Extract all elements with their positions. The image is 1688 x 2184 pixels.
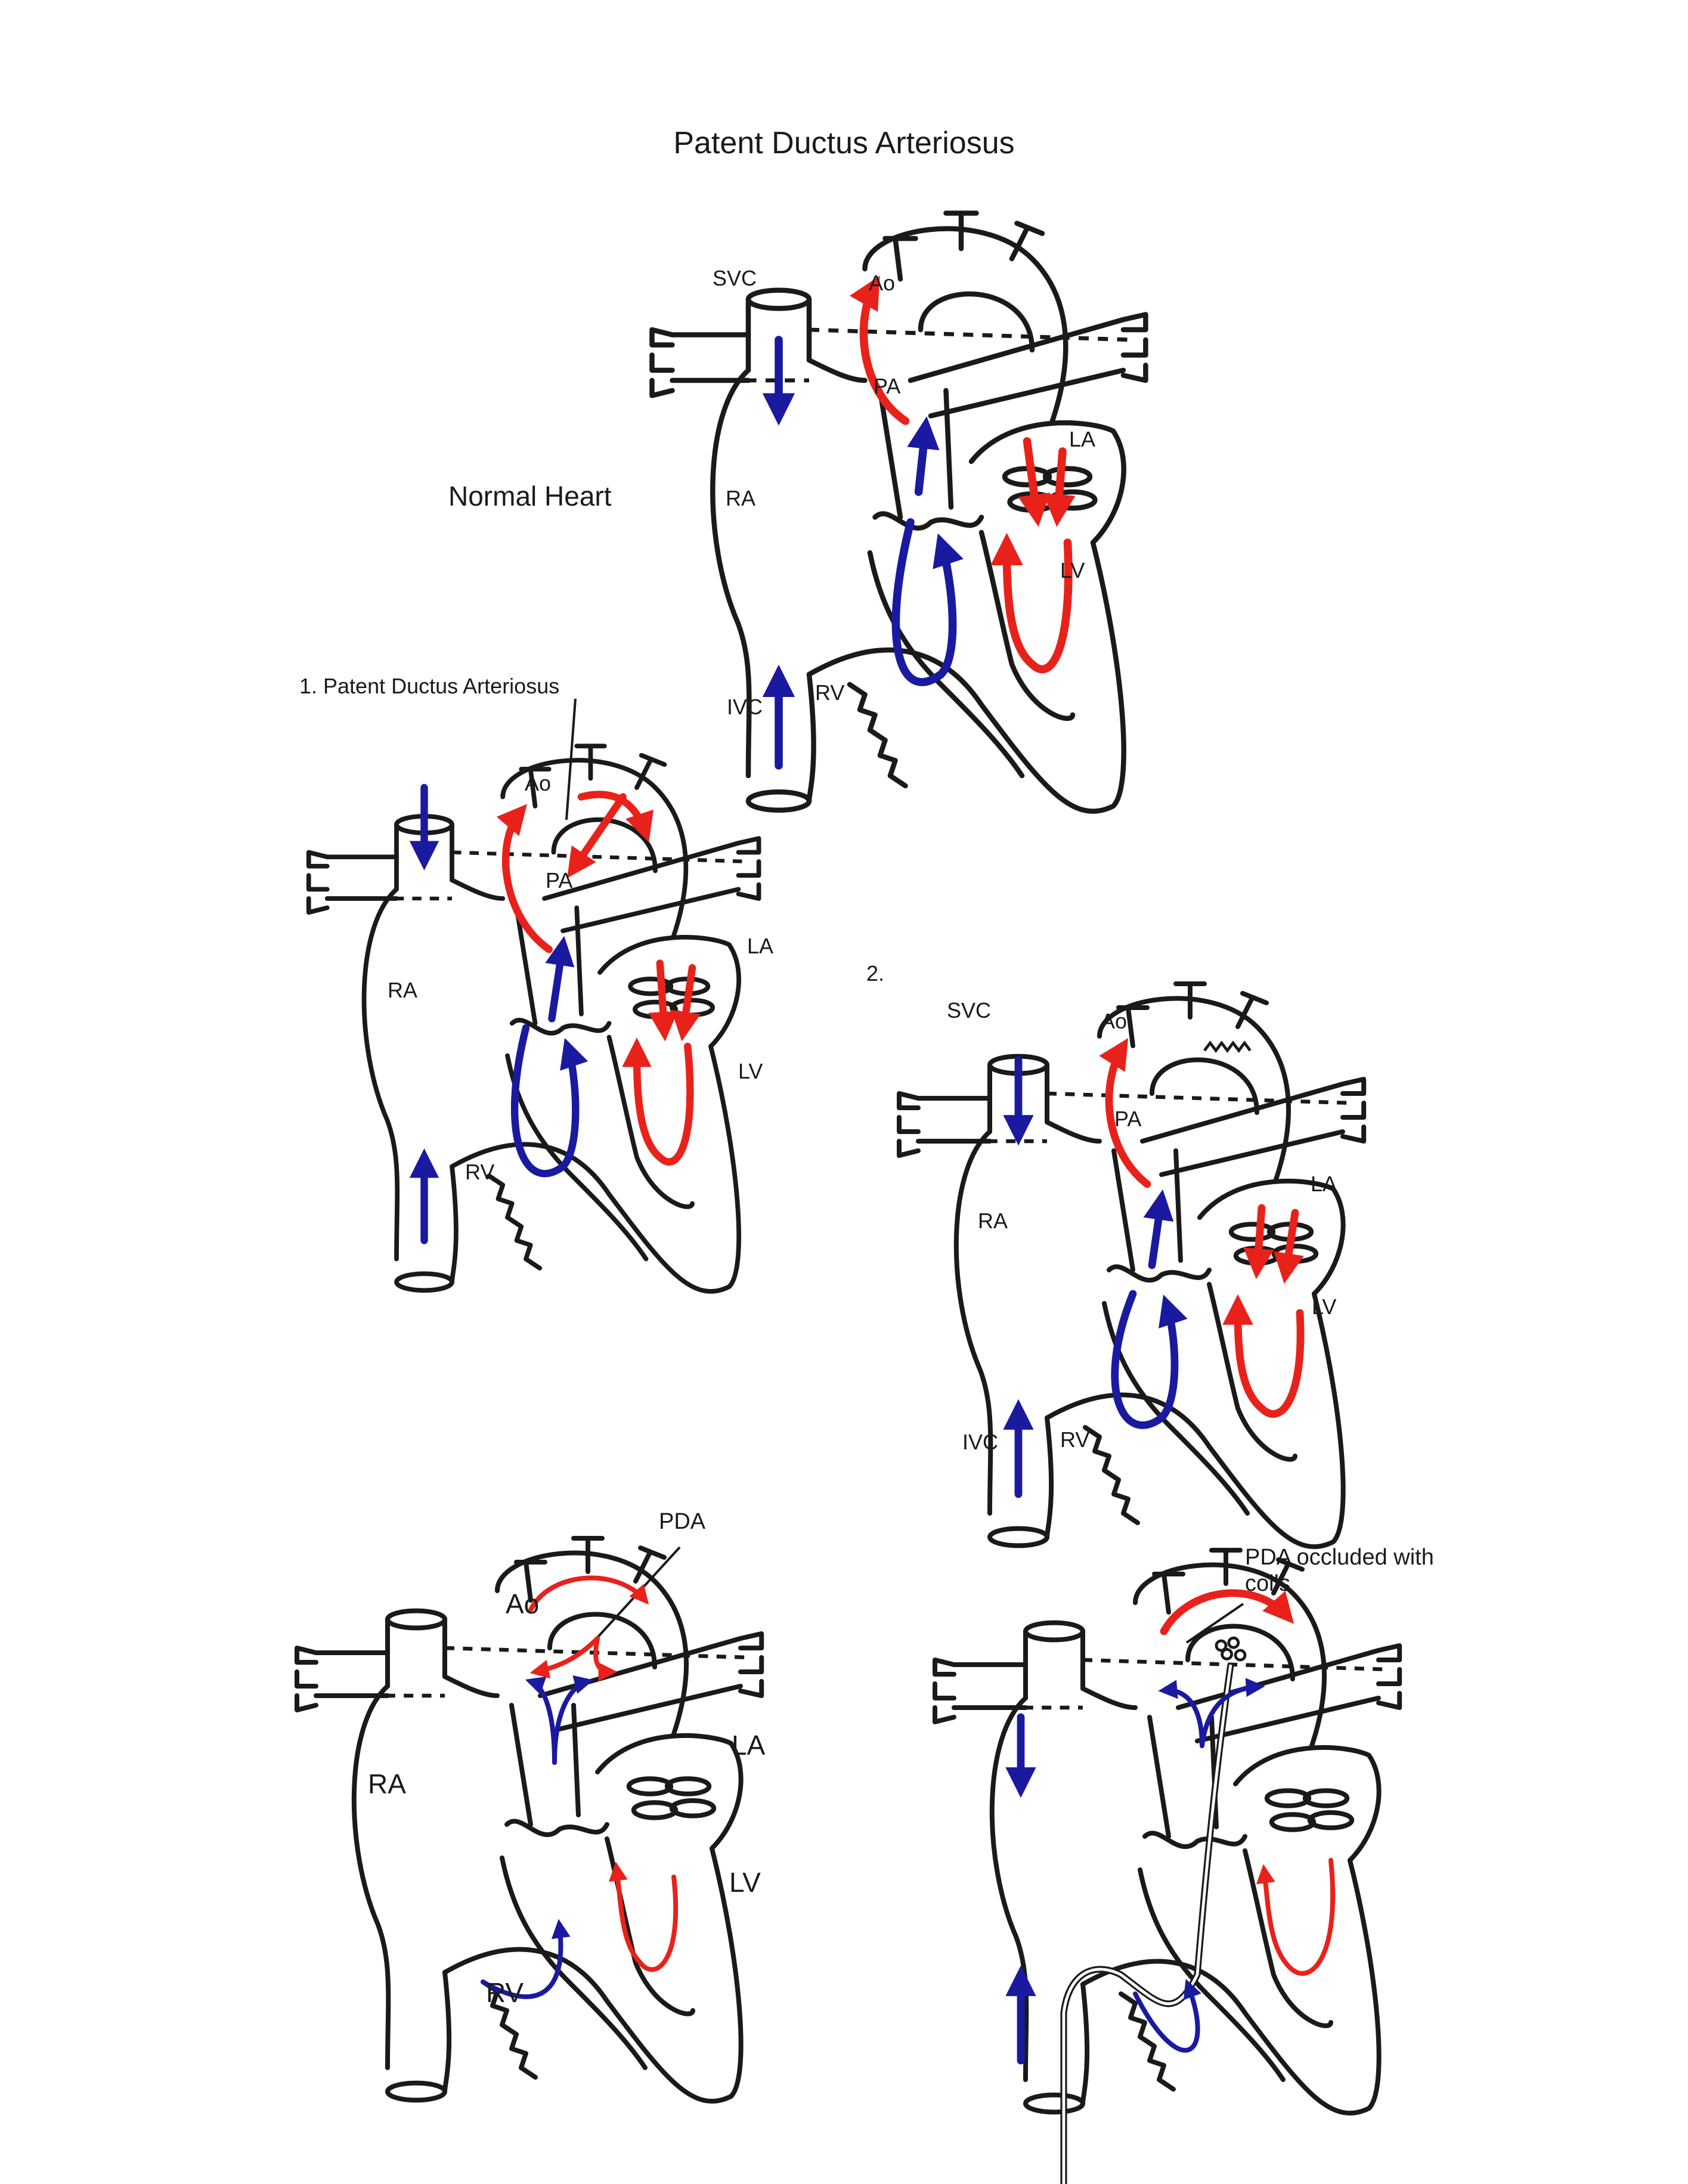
pa-branch-arrow-left xyxy=(1164,1690,1202,1746)
lv-flow-arrow xyxy=(1264,1860,1333,1974)
catheter xyxy=(1064,1665,1231,2184)
catheter-lumen xyxy=(1064,1665,1231,2184)
coil-cluster xyxy=(1216,1638,1245,1660)
